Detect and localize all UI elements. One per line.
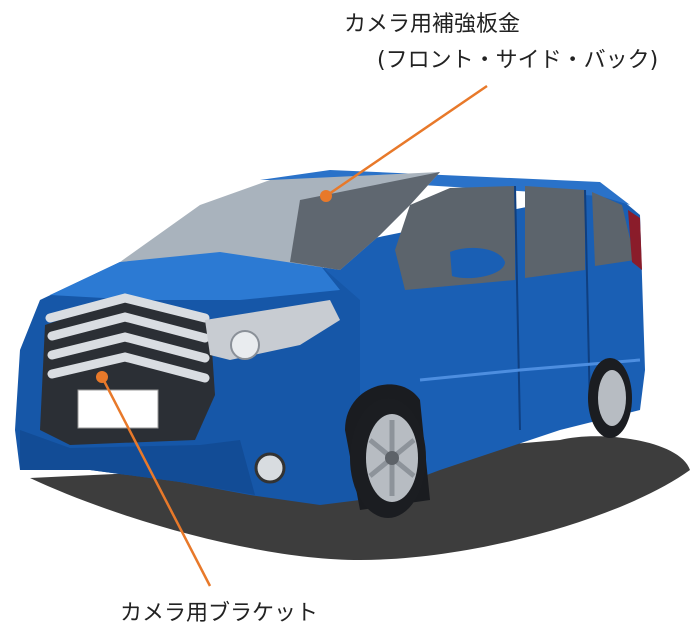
leader-dot-bottom	[96, 371, 108, 383]
front-wheel-hub	[385, 451, 399, 465]
fog-light	[254, 452, 286, 484]
side-mirror	[450, 247, 505, 279]
leader-line-top	[325, 84, 488, 198]
rear-wheel-rim	[598, 370, 626, 426]
leader-dot-top	[320, 190, 332, 202]
leader-line-bottom	[100, 376, 212, 587]
label-camera-bracket: カメラ用ブラケット	[120, 601, 319, 626]
van-hood	[50, 250, 340, 300]
door-line	[514, 185, 521, 431]
grille-bars	[45, 293, 210, 383]
front-bumper	[20, 430, 255, 495]
label-camera-reinforcement-line2: (フロント・サイド・バック)	[377, 48, 659, 73]
rear-light	[628, 210, 642, 270]
door-line	[584, 189, 591, 411]
side-window-middle	[525, 186, 585, 278]
headlight-lens	[230, 330, 260, 360]
label-camera-reinforcement-line1: カメラ用補強板金	[344, 12, 521, 37]
side-window-rear	[592, 192, 635, 266]
